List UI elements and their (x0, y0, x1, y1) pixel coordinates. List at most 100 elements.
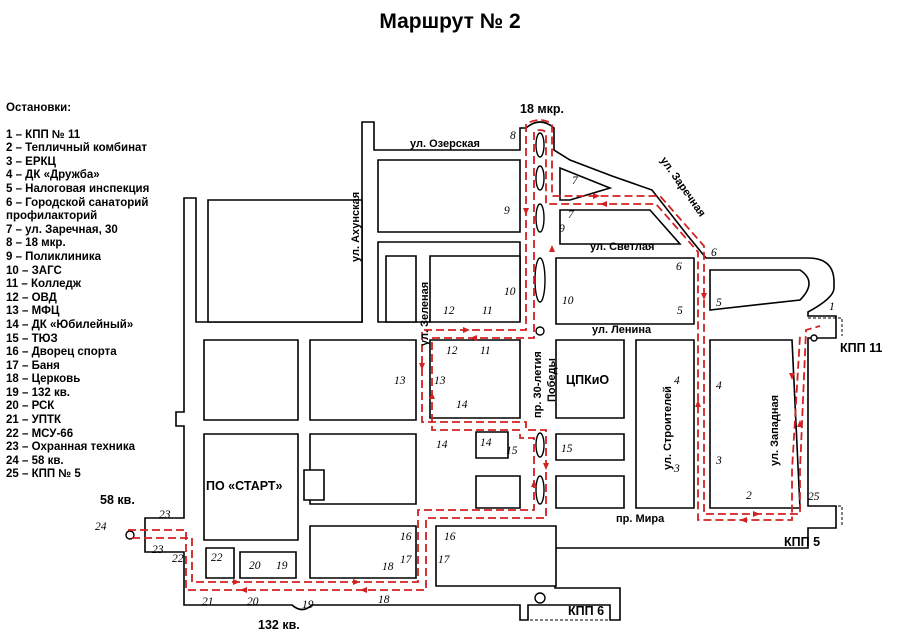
block-zarechnaya-2 (559, 209, 682, 245)
arrow-down-3 (789, 373, 795, 380)
block-east-5 (709, 269, 810, 311)
block-zapadnaya (709, 339, 801, 509)
stop-num-4a: 4 (716, 380, 722, 392)
stop-num-1: 1 (829, 301, 835, 313)
arrow-left-2 (740, 517, 747, 523)
stop-num-15b: 15 (561, 443, 573, 455)
median-islands (125, 132, 818, 604)
street-akhunskaya: ул. Ахунская (350, 192, 362, 262)
stop-num-16a: 16 (400, 531, 412, 543)
stop-num-20b: 20 (247, 596, 259, 608)
block-zarechnaya-1 (559, 166, 613, 201)
stop-item-20: 20 – РСК (6, 400, 55, 413)
block-ovd (429, 339, 521, 419)
stop-item-6: 6 – Городской санаторий профилакторий (6, 196, 149, 223)
stop-num-6b: 6 (676, 261, 682, 273)
stop-item-5: 5 – Налоговая инспекция (6, 182, 150, 195)
route-path-inner (132, 129, 801, 583)
arrow-left-5 (240, 587, 247, 593)
street-lenina: ул. Ленина (592, 324, 652, 336)
stop-num-9a: 9 (504, 205, 510, 217)
block-start-main (203, 433, 299, 541)
street-pobedy-1: пр. 30-летия (532, 351, 544, 418)
stop-num-7b: 7 (568, 209, 575, 221)
stop-item-15: 15 – ТЮЗ (6, 332, 58, 345)
place-cpkio: ЦПКиО (566, 373, 609, 387)
route-path-outer (128, 119, 821, 591)
stop-num-15a: 15 (506, 445, 518, 457)
place-labels: 18 мкр. 58 кв. 132 кв. КПП 11 КПП 5 КПП … (100, 102, 882, 632)
stop-num-6a: 6 (711, 247, 717, 259)
route-arrows (233, 193, 803, 593)
stop-num-18b: 18 (378, 594, 390, 606)
street-svetlaya: ул. Светлая (590, 241, 654, 253)
arrow-left-4 (360, 587, 367, 593)
place-start: ПО «СТАРТ» (206, 479, 283, 493)
street-zapadnaya: ул. Западная (769, 395, 781, 466)
place-kpp6: КПП 6 (568, 604, 604, 618)
street-zarechnaya: ул. Заречная (658, 155, 708, 219)
stop-num-13b: 13 (434, 375, 446, 387)
arrow-down-5 (543, 463, 549, 470)
checkpoint-markers (520, 317, 843, 621)
stop-num-3b: 3 (673, 463, 680, 475)
block-stroiteley-west (635, 339, 695, 509)
stop-item-14: 14 – ДК «Юбилейный» (6, 318, 134, 331)
arrow-down-1 (523, 208, 529, 215)
place-58kv: 58 кв. (100, 493, 135, 507)
stop-item-10: 10 – ЗАГС (6, 264, 62, 277)
stop-num-12a: 12 (443, 305, 455, 317)
stop-item-12: 12 – ОВД (6, 291, 57, 304)
stop-num-16b: 16 (444, 531, 456, 543)
block-14 (475, 431, 509, 459)
arrow-right-4 (353, 579, 360, 585)
stop-num-24: 24 (95, 521, 107, 533)
block-small-1 (475, 475, 521, 509)
arrow-down-2 (701, 293, 707, 300)
stop-num-23a: 23 (159, 509, 171, 521)
stop-item-24: 24 – 58 кв. (6, 454, 64, 467)
arrow-up-2 (695, 400, 701, 407)
stop-num-13a: 13 (394, 375, 406, 387)
street-zelenaya: ул. Зеленая (419, 282, 431, 346)
block-start-1 (203, 339, 299, 421)
block-zelenaya-2 (429, 255, 521, 323)
block-cpkio (555, 339, 625, 419)
block-svetlaya (555, 257, 695, 325)
stop-num-7a: 7 (572, 175, 579, 187)
stop-item-2: 2 – Тепличный комбинат (6, 142, 148, 155)
stop-num-8: 8 (510, 130, 516, 142)
stop-num-22b: 22 (172, 553, 184, 565)
arrow-up-1 (549, 245, 555, 252)
stop-numbers: 1 2 3 3 4 4 5 5 6 6 7 7 8 9 9 10 10 11 1… (95, 130, 835, 611)
stop-num-17a: 17 (400, 554, 413, 566)
stop-num-12b: 12 (446, 345, 458, 357)
block-notch (303, 469, 325, 501)
stop-num-19a: 19 (276, 560, 288, 572)
arrow-left-3 (470, 335, 477, 341)
stop-item-11: 11 – Колледж (6, 278, 82, 291)
stop-num-21: 21 (202, 596, 214, 608)
arrow-right-2 (753, 511, 760, 517)
arrow-left-1 (600, 201, 607, 207)
stop-num-20a: 20 (249, 560, 261, 572)
street-stroiteley: ул. Строителей (662, 386, 674, 470)
stop-item-17: 17 – Баня (6, 359, 60, 372)
stops-legend-header: Остановки: (6, 102, 72, 114)
stop-num-19b: 19 (302, 599, 314, 611)
stop-num-14c: 14 (480, 437, 492, 449)
stop-num-17b: 17 (438, 554, 451, 566)
block-20-19 (239, 551, 297, 579)
block-ozerskaya (377, 159, 521, 233)
city-blocks (203, 159, 810, 587)
page-title: Маршрут № 2 (379, 10, 521, 33)
stop-item-25: 25 – КПП № 5 (6, 468, 81, 481)
bus-route (128, 119, 821, 591)
arrow-up-5 (531, 480, 537, 487)
stop-num-4b: 4 (674, 375, 680, 387)
place-132kv: 132 кв. (258, 618, 300, 632)
stop-item-19: 19 – 132 кв. (6, 386, 70, 399)
block-mira-south (309, 525, 417, 579)
